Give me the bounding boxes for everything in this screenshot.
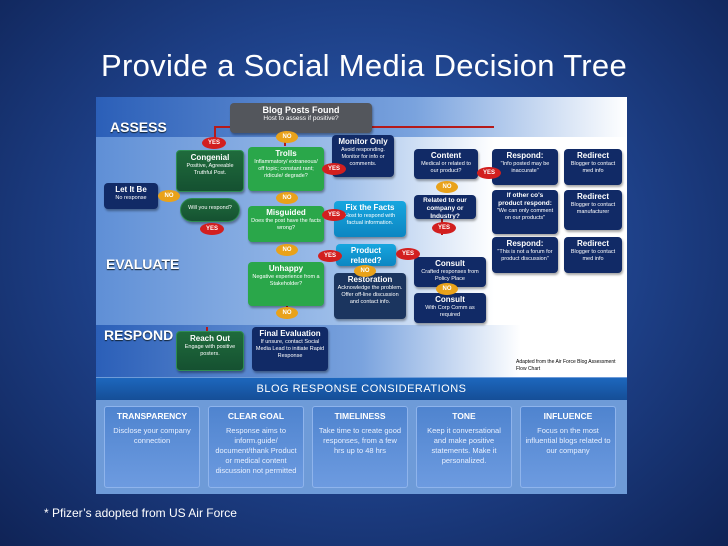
consideration-column: CLEAR GOAL Response aims to inform.guide/… (208, 406, 304, 488)
consideration-column: INFLUENCE Focus on the most influential b… (520, 406, 616, 488)
yes-marker: YES (318, 250, 342, 262)
node-redirect-1: Redirect Blogger to contact med info (564, 149, 622, 185)
considerations-header: BLOG RESPONSE CONSIDERATIONS (96, 378, 627, 400)
consideration-title: INFLUENCE (543, 411, 593, 421)
consideration-column: TRANSPARENCY Disclose your company connec… (104, 406, 200, 488)
node-content: Content Medical or related to our produc… (414, 149, 478, 179)
footnote: * Pfizer’s adopted from US Air Force (44, 506, 237, 520)
node-consult-2: Consult With Corp Comm as required (414, 293, 486, 323)
no-marker: NO (276, 307, 298, 319)
consideration-body: Disclose your company connection (113, 426, 191, 445)
node-respond-1: Respond: "Info posted may be inaccurate" (492, 149, 558, 185)
yes-marker: YES (322, 209, 346, 221)
node-will-you-respond: Will you respond? (180, 198, 240, 222)
node-restoration: Restoration Acknowledge the problem. Off… (334, 273, 406, 319)
consideration-title: TIMELINESS (334, 411, 386, 421)
node-fix-the-facts: Fix the Facts Host to respond with factu… (334, 201, 406, 237)
consideration-body: Keep it conversational and make positive… (427, 426, 501, 465)
node-reach-out: Reach Out Engage with positive posters. (176, 331, 244, 371)
no-marker: NO (436, 283, 458, 295)
consideration-column: TONE Keep it conversational and make posi… (416, 406, 512, 488)
yes-marker: YES (200, 223, 224, 235)
node-redirect-2: Redirect Blogger to contact manufacturer (564, 190, 622, 230)
no-marker: NO (158, 190, 180, 202)
no-marker: NO (354, 265, 376, 277)
stage-respond: RESPOND (104, 327, 174, 343)
node-misguided: Misguided Does the post have the facts w… (248, 206, 324, 242)
node-respond-3: Respond: "This is not a forum for produc… (492, 237, 558, 273)
consideration-title: CLEAR GOAL (227, 411, 285, 421)
consideration-body: Response aims to inform.guide/ document/… (215, 426, 297, 475)
consideration-title: TONE (452, 411, 476, 421)
node-consult-1: Consult Crafted responses from Policy Pl… (414, 257, 486, 287)
no-marker: NO (276, 244, 298, 256)
node-let-it-be: Let It Be No response (104, 183, 158, 209)
node-unhappy: Unhappy Negative experience from a Stake… (248, 262, 324, 306)
yes-marker: YES (477, 167, 501, 179)
attribution-note: Adapted from the Air Force Blog Assessme… (516, 359, 616, 372)
stage-assess: ASSESS (110, 119, 167, 135)
consideration-column: TIMELINESS Take time to create good respo… (312, 406, 408, 488)
no-marker: NO (276, 131, 298, 143)
no-marker: NO (436, 181, 458, 193)
node-product-related: Product related? (336, 244, 396, 266)
node-redirect-3: Redirect Blogger to contact med info (564, 237, 622, 273)
slide-title: Provide a Social Media Decision Tree (101, 48, 627, 83)
yes-marker: YES (202, 137, 226, 149)
yes-marker: YES (432, 222, 456, 234)
connector (214, 126, 216, 146)
stage-evaluate: EVALUATE (106, 256, 180, 272)
consideration-title: TRANSPARENCY (116, 411, 188, 421)
no-marker: NO (276, 192, 298, 204)
decision-tree-chart: ASSESS EVALUATE RESPOND Blog Posts Found… (96, 97, 627, 494)
yes-marker: YES (396, 248, 420, 260)
node-related-company: Related to our company or Industry? (414, 195, 476, 219)
node-trolls: Trolls Inflammatory/ extraneous/ off top… (248, 147, 324, 191)
consideration-body: Focus on the most influential blogs rela… (525, 426, 611, 455)
node-congenial: Congenial Positive, Agreeable Truthful P… (176, 150, 244, 192)
consideration-body: Take time to create good responses, from… (318, 426, 402, 455)
node-respond-2: If other co's product respond: "We can o… (492, 190, 558, 234)
node-final-evaluation: Final Evaluation If unsure, contact Soci… (252, 327, 328, 371)
node-blog-posts-found: Blog Posts Found Host to assess if posit… (230, 103, 372, 133)
yes-marker: YES (322, 163, 346, 175)
